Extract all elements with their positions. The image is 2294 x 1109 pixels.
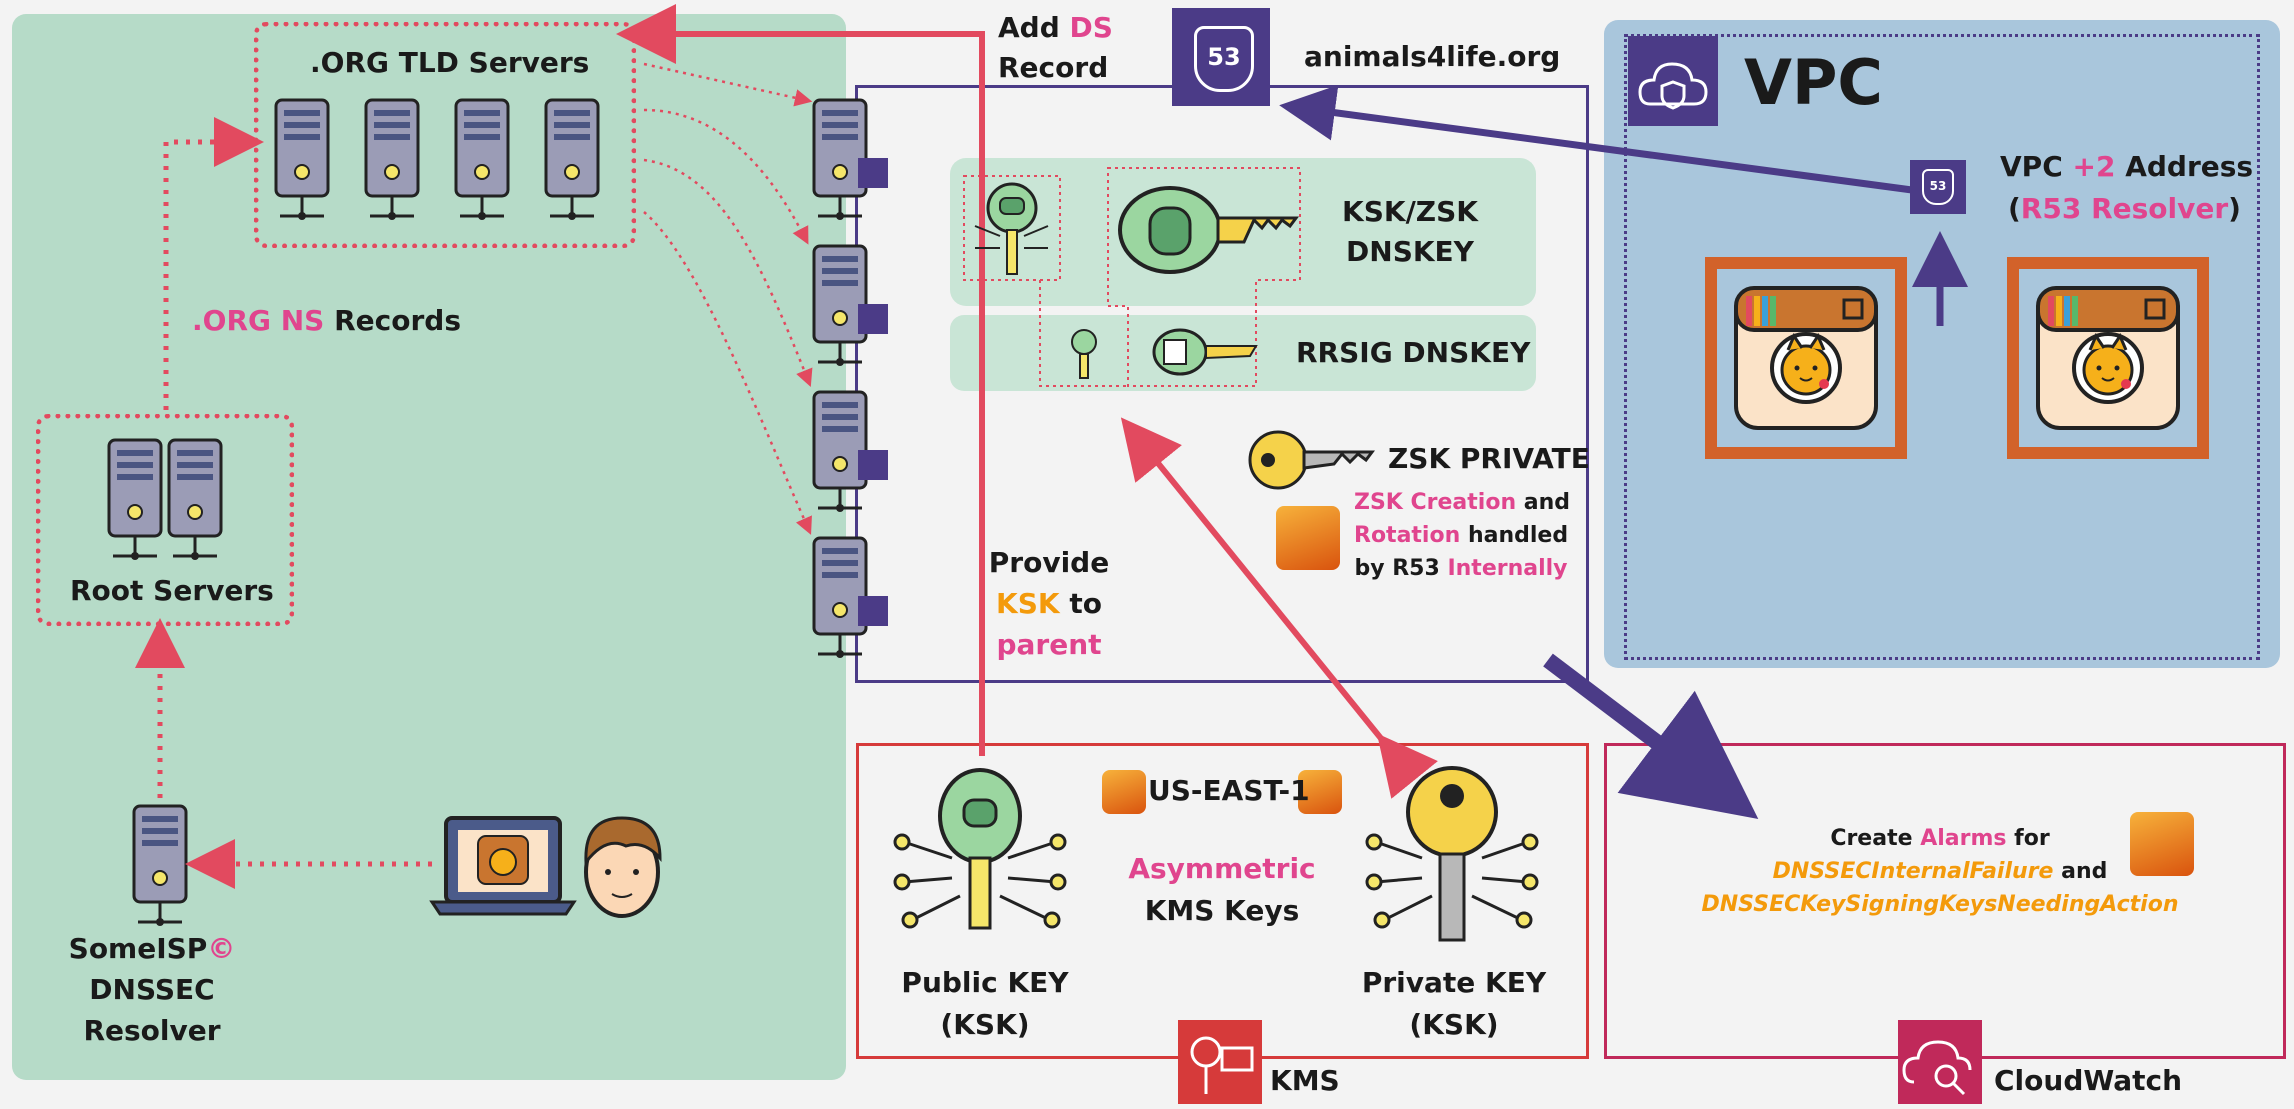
- kms-service-label: KMS: [1270, 1064, 1340, 1097]
- rrsig-key-icon: [1152, 328, 1258, 376]
- add-ds-label: Add DS Record: [998, 11, 1113, 84]
- zsk-rotation-note: ZSK Creation and Rotation handled by R53…: [1354, 490, 1571, 581]
- zone-to-cloudwatch-arrow: [1543, 653, 1759, 819]
- cloud-shield-icon: [1628, 36, 1718, 126]
- ec2-chip-icon: [2013, 263, 2203, 453]
- flask-icon: [1298, 770, 1342, 814]
- zone-name-server-badges: [858, 158, 888, 626]
- ec2-chip-icon: [1711, 263, 1901, 453]
- vpc-resolver-address: VPC +2 Address (R53 Resolver): [2000, 150, 2254, 225]
- zsk-private-label: ZSK PRIVATE: [1388, 442, 1590, 475]
- vpc-inner-border: [1624, 34, 2260, 660]
- root-servers-label: Root Servers: [70, 574, 274, 607]
- resolver-server-icon: [132, 804, 188, 928]
- public-key-label: Public KEY(KSK): [901, 966, 1069, 1041]
- kms-private-key-icon: [1365, 766, 1539, 942]
- root-servers: [107, 438, 223, 562]
- zone-name: animals4life.org: [1304, 40, 1561, 73]
- kms-public-key-icon: [893, 768, 1067, 930]
- resolver-label: SomeISP© DNSSEC Resolver: [68, 932, 236, 1047]
- cloudwatch-icon: [1898, 1020, 1982, 1104]
- route53-icon: 53: [1172, 8, 1270, 106]
- rrsig-public-key-icon: [1071, 329, 1097, 379]
- root-to-tld-arrow: [163, 117, 264, 410]
- add-ds-arrow: [616, 4, 985, 756]
- laptop-icon: [429, 816, 577, 916]
- flask-icon: [1102, 770, 1146, 814]
- person-icon: [584, 816, 662, 918]
- flask-icon: [1276, 506, 1340, 570]
- zsk-private-key-icon: [1248, 430, 1375, 490]
- flask-icon: [2130, 812, 2194, 876]
- ksk-public-key-icon: [974, 182, 1049, 275]
- rrsig-label: RRSIG DNSKEY: [1296, 336, 1531, 369]
- vpc-title: VPC: [1744, 46, 1883, 119]
- tld-title: .ORG TLD Servers: [310, 46, 590, 79]
- private-key-label: Private KEY(KSK): [1361, 966, 1547, 1041]
- cloudwatch-service-label: CloudWatch: [1994, 1064, 2183, 1097]
- zsk-key-icon: [1118, 186, 1299, 274]
- provide-ksk-label: Provide KSK to parent: [988, 546, 1110, 661]
- cloudwatch-alarms-text: Create Alarms for DNSSECInternalFailure …: [1701, 826, 2179, 917]
- kms-region-label: US-EAST-1: [1148, 774, 1310, 807]
- zone-private-key-arrow: [1120, 417, 1438, 799]
- tld-servers: [274, 98, 600, 222]
- asymmetric-kms-label: Asymmetric KMS Keys: [1128, 852, 1316, 927]
- tld-to-ns-arrows: [643, 62, 813, 535]
- vpc-resolver-route53-icon: 53: [1910, 160, 1966, 214]
- ns-records-label: .ORG NS Records: [192, 304, 461, 337]
- resolver-to-zone-arrow: [1279, 84, 1913, 194]
- kms-icon: [1178, 1020, 1262, 1104]
